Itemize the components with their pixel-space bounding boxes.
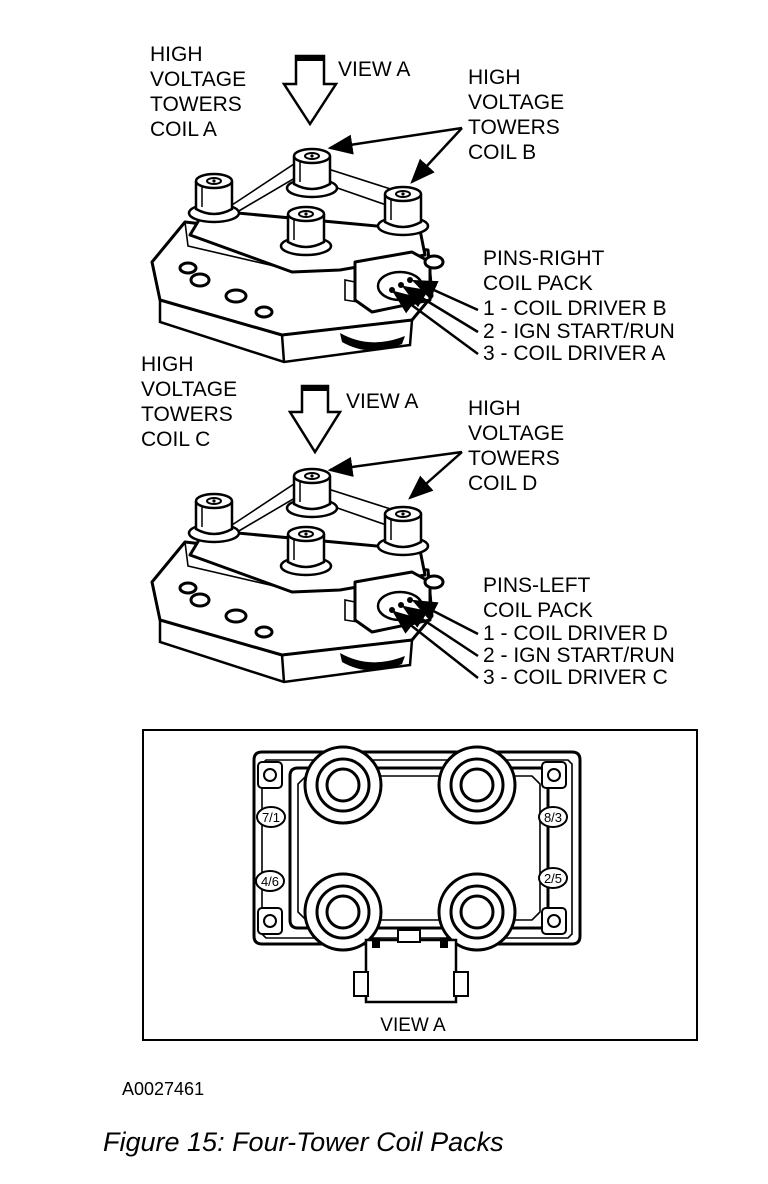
view-a-arrow-label-top: VIEW A	[338, 58, 410, 81]
tower-mark-4-6: 4/6	[261, 874, 279, 889]
tower-mark-7-1: 7/1	[262, 810, 280, 825]
view-a-arrow-label-middle: VIEW A	[346, 390, 418, 413]
right-pack-pin-leaders	[391, 279, 479, 356]
coil-a-label: HIGH VOLTAGE TOWERS COIL A	[150, 43, 252, 141]
view-a-arrow-middle	[287, 384, 343, 455]
view-a-top-view-illustration	[252, 745, 582, 1004]
left-coil-pack-illustration	[152, 469, 443, 682]
left-pack-pin-list: 1 - COIL DRIVER D 2 - IGN START/RUN 3 - …	[483, 622, 681, 689]
coil-d-label: HIGH VOLTAGE TOWERS COIL D	[468, 397, 570, 495]
coil-b-leader-lines	[327, 126, 463, 184]
right-pack-title: PINS-RIGHT COIL PACK	[483, 247, 610, 295]
left-pack-pin-3: 3 - COIL DRIVER C	[483, 666, 668, 689]
tower-mark-2-5: 2/5	[544, 871, 562, 886]
left-pack-pin-2: 2 - IGN START/RUN	[483, 644, 675, 667]
right-pack-pin-list: 1 - COIL DRIVER B 2 - IGN START/RUN 3 - …	[483, 297, 681, 365]
left-pack-pin-1: 1 - COIL DRIVER D	[483, 622, 668, 645]
figure-caption: Figure 15: Four-Tower Coil Packs	[103, 1127, 504, 1157]
tower-mark-8-3: 8/3	[544, 810, 562, 825]
view-a-panel-caption: VIEW A	[380, 1015, 446, 1036]
coil-d-leader-lines	[327, 450, 463, 500]
right-pack-pin-1: 1 - COIL DRIVER B	[483, 297, 667, 320]
view-a-arrow-top	[281, 54, 339, 127]
reference-number: A0027461	[122, 1079, 204, 1099]
right-pack-pin-2: 2 - IGN START/RUN	[483, 320, 675, 343]
coil-b-label: HIGH VOLTAGE TOWERS COIL B	[468, 66, 570, 164]
coil-c-label: HIGH VOLTAGE TOWERS COIL C	[141, 353, 243, 451]
right-coil-pack-illustration	[152, 149, 443, 362]
left-pack-pin-leaders	[392, 599, 479, 679]
right-pack-pin-3: 3 - COIL DRIVER A	[483, 342, 665, 365]
left-pack-title: PINS-LEFT COIL PACK	[483, 574, 596, 622]
